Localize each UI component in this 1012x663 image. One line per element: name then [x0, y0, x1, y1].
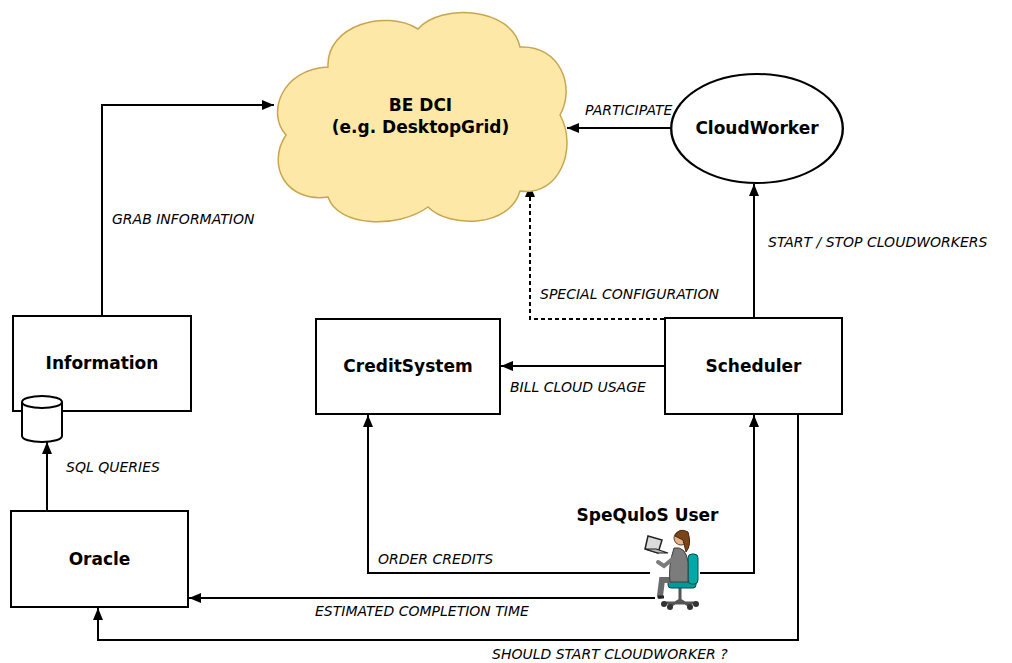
- arrow-connector: [46, 442, 48, 510]
- oracle-box: Oracle: [10, 510, 189, 608]
- node-label: SpeQuloS User: [576, 504, 718, 526]
- edge-label: SQL QUERIES: [66, 459, 160, 476]
- cloudworker-ellipse: CloudWorker: [670, 73, 844, 184]
- edge-label: BILL CLOUD USAGE: [510, 379, 646, 396]
- arrow-connector: [98, 415, 798, 640]
- arrow-connector: [368, 415, 650, 573]
- node-label: CloudWorker: [695, 117, 818, 139]
- edge-label: ORDER CREDITS: [378, 551, 493, 568]
- edge-label: PARTICIPATE: [585, 102, 672, 119]
- arrow-connector: [501, 365, 664, 367]
- user-actor: SpeQuloS User: [560, 500, 735, 610]
- arrow-connector: [700, 415, 754, 573]
- arrow-connector: [102, 105, 274, 315]
- user-figure: [645, 530, 699, 610]
- edge-label: START / STOP CLOUDWORKERS: [768, 234, 987, 251]
- edge-label: GRAB INFORMATION: [112, 211, 254, 228]
- cloud-outline: [268, 5, 573, 227]
- edge-label: SHOULD START CLOUDWORKER ?: [492, 646, 728, 663]
- node-label: Scheduler: [706, 355, 802, 377]
- creditsystem-box: CreditSystem: [315, 318, 501, 415]
- node-label: Oracle: [69, 548, 131, 570]
- arrow-connector: [189, 597, 655, 599]
- node-label: CreditSystem: [343, 355, 472, 377]
- arrow-connector: [567, 127, 670, 129]
- arrow-connector: [753, 184, 755, 317]
- scheduler-box: Scheduler: [664, 317, 843, 415]
- node-label: BE DCI (e.g. DesktopGrid): [332, 94, 509, 138]
- edge-label: ESTIMATED COMPLETION TIME: [315, 603, 529, 620]
- database-icon: [20, 394, 64, 444]
- node-label: Information: [46, 352, 159, 374]
- edge-label: SPECIAL CONFIGURATION: [540, 286, 719, 303]
- dci-cloud: BE DCI (e.g. DesktopGrid): [268, 5, 573, 227]
- information-box: Information: [12, 315, 192, 412]
